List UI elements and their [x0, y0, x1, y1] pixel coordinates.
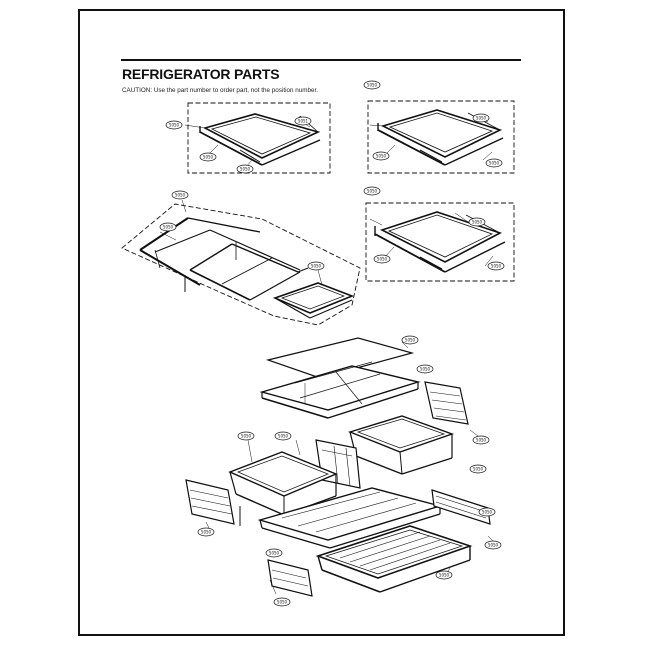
position-label: 5050	[165, 120, 183, 130]
position-label: 5050	[472, 113, 490, 123]
svg-text:5050: 5050	[163, 224, 174, 229]
position-label: 5050	[307, 261, 325, 271]
svg-text:5051: 5051	[298, 118, 309, 123]
position-label: 5050	[273, 597, 291, 607]
shelf-group-2	[367, 100, 515, 174]
position-label: 5050	[484, 540, 502, 550]
position-label: 5050	[197, 527, 215, 537]
svg-text:5050: 5050	[488, 542, 499, 547]
svg-text:5050: 5050	[476, 115, 487, 120]
shelf-group-1	[184, 102, 331, 174]
svg-text:5050: 5050	[439, 572, 450, 577]
position-label: 5050	[265, 548, 283, 558]
svg-text:5050: 5050	[201, 529, 212, 534]
svg-text:5050: 5050	[476, 437, 487, 442]
svg-text:5050: 5050	[489, 160, 500, 165]
svg-text:5050: 5050	[376, 153, 387, 158]
position-label: 5050	[171, 190, 189, 200]
svg-text:5050: 5050	[269, 550, 280, 555]
page-title: REFRIGERATOR PARTS	[122, 66, 280, 82]
svg-text:5050: 5050	[169, 122, 180, 127]
position-label: 5050	[363, 186, 381, 196]
svg-text:5050: 5050	[472, 219, 483, 224]
svg-text:5050: 5050	[482, 509, 493, 514]
svg-text:5050: 5050	[473, 466, 484, 471]
position-label: 5050	[199, 152, 217, 162]
position-label: 5050	[487, 261, 505, 271]
svg-text:5050: 5050	[367, 82, 378, 87]
crisper-group	[185, 337, 495, 597]
svg-text:5050: 5050	[278, 433, 289, 438]
svg-text:5050: 5050	[203, 154, 214, 159]
svg-text:5050: 5050	[420, 366, 431, 371]
svg-text:5050: 5050	[405, 337, 416, 342]
svg-text:5050: 5050	[277, 599, 288, 604]
position-label: 5050	[416, 364, 434, 374]
caution-note: CAUTION: Use the part number to order pa…	[122, 87, 318, 94]
position-label: 5050	[435, 570, 453, 580]
svg-text:5050: 5050	[241, 433, 252, 438]
title-rule	[121, 59, 521, 61]
svg-text:5050: 5050	[240, 166, 251, 171]
position-label: 5050	[363, 80, 381, 90]
svg-text:5050: 5050	[491, 263, 502, 268]
svg-text:5050: 5050	[377, 256, 388, 261]
svg-text:5050: 5050	[367, 188, 378, 193]
position-label: 5050	[469, 464, 487, 474]
position-label: 5050	[478, 507, 496, 517]
position-label: 5050	[159, 222, 177, 232]
position-label: 5050	[468, 217, 486, 227]
svg-text:5050: 5050	[175, 192, 186, 197]
position-label: 5050	[274, 431, 292, 441]
position-label: 5051	[294, 116, 312, 126]
position-label: 5050	[373, 254, 391, 264]
position-label: 5050	[401, 335, 419, 345]
position-label: 5050	[472, 435, 490, 445]
folding-shelf-group	[121, 199, 361, 326]
position-label: 5050	[372, 151, 390, 161]
position-label: 5050	[485, 158, 503, 168]
svg-text:5050: 5050	[311, 263, 322, 268]
position-label: 5050	[237, 431, 255, 441]
position-label: 5050	[236, 164, 254, 174]
